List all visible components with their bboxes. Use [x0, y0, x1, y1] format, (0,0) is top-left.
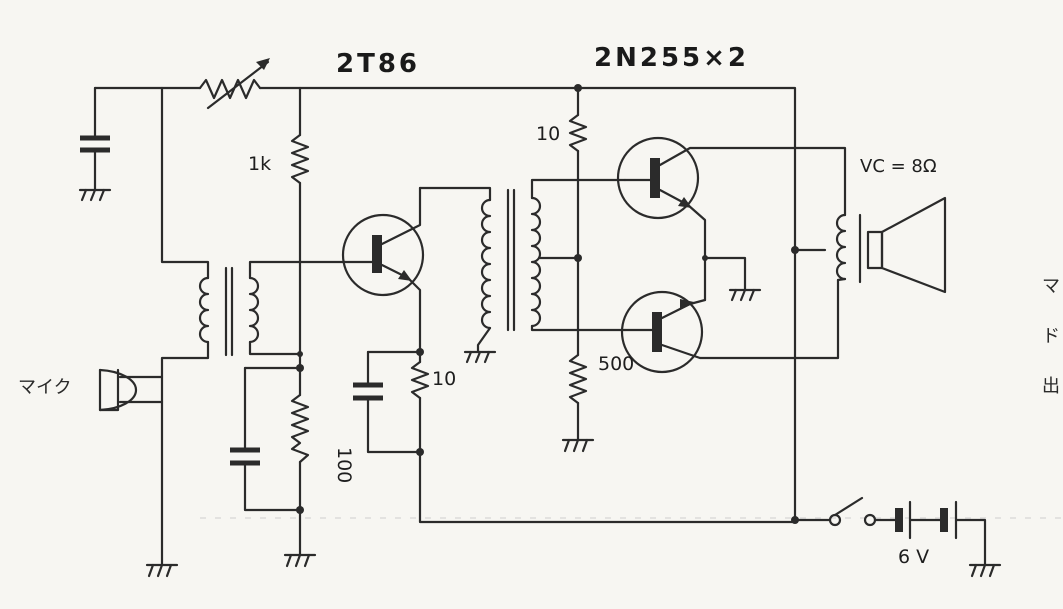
ground-icon	[561, 438, 595, 453]
it-primary-bottom	[476, 326, 492, 354]
switch-contact-b	[863, 513, 877, 527]
coil-end	[836, 277, 847, 282]
ground-icon	[968, 563, 1002, 578]
resistor-1k	[290, 133, 310, 185]
resistor-100-label: 100	[333, 447, 355, 483]
variable-resistor-arrowhead	[256, 58, 270, 70]
input-transformer-primary-top	[160, 86, 210, 280]
input-transformer-primary-bottom	[160, 340, 210, 567]
mic-body	[98, 368, 120, 412]
driver-collector	[380, 186, 422, 246]
voice-coil-label: VC = 8Ω	[860, 156, 937, 177]
battery-label: 6 V	[898, 546, 929, 568]
resistor-10-emitter	[410, 360, 430, 400]
input-transformer-secondary-coil	[248, 276, 260, 344]
output-transistor-lower-icon	[620, 290, 704, 374]
microphone-icon	[98, 368, 138, 412]
node	[297, 351, 303, 357]
output-transistor-label: 2N255×2	[594, 43, 749, 73]
emitter-join	[686, 203, 707, 302]
driver-base-bar	[372, 235, 382, 273]
lower-base-bar	[652, 312, 662, 352]
resistor-10-top-label: 10	[536, 123, 560, 145]
ground-icon	[78, 188, 112, 202]
ground-icon	[463, 350, 497, 364]
bias-node	[243, 366, 302, 397]
to-base	[248, 260, 347, 280]
emitter-cap-lead2	[366, 396, 422, 454]
resistor-100	[290, 393, 310, 464]
microphone-label: マイク	[18, 377, 72, 398]
battery-to-ground	[954, 518, 987, 567]
lower-emitter-arrow	[680, 299, 694, 310]
power-switch-icon	[833, 496, 864, 517]
ground-icon	[728, 288, 762, 302]
interstage-transformer-primary-coil	[480, 198, 492, 330]
driver-transistor-label: 2T86	[336, 49, 420, 79]
resistor-10-emitter-label: 10	[432, 368, 456, 390]
emitter-ground-lead	[703, 256, 747, 292]
to-upper-base	[530, 178, 627, 200]
driver-transistor-icon	[341, 213, 425, 297]
it-primary-top	[418, 186, 492, 202]
switch-contact-a	[828, 513, 842, 527]
ground-icon	[145, 563, 179, 578]
variable-resistor	[198, 78, 262, 100]
output-transformer-coil	[835, 213, 847, 281]
upper-collector	[658, 146, 847, 217]
edge-text-2: ド	[1042, 326, 1060, 347]
resistor-500-label: 500	[598, 353, 634, 375]
driver-emitter-lead	[406, 276, 422, 354]
output-transistor-upper-icon	[616, 136, 700, 220]
interstage-transformer-secondary-coil	[530, 196, 542, 328]
lower-collector	[660, 278, 840, 360]
speaker-icon	[880, 196, 947, 294]
ground-icon	[283, 553, 317, 568]
variable-resistor-arrow	[206, 60, 270, 110]
edge-text-3: 出	[1042, 376, 1060, 397]
edge-text-1: マ	[1042, 276, 1060, 297]
resistor-500	[568, 353, 588, 405]
return-rail	[418, 450, 797, 524]
battery-icon	[895, 500, 958, 540]
bypass-cap-lead2	[243, 461, 302, 512]
secondary-bottom	[248, 340, 302, 356]
to-lower-base	[530, 324, 627, 332]
speaker-magnet	[866, 230, 884, 270]
emitter-node	[366, 350, 422, 364]
resistor-1k-label: 1k	[248, 153, 271, 175]
resistor-10-top	[568, 113, 588, 153]
input-transformer-primary-coil	[198, 276, 210, 344]
upper-base-bar	[650, 158, 660, 198]
